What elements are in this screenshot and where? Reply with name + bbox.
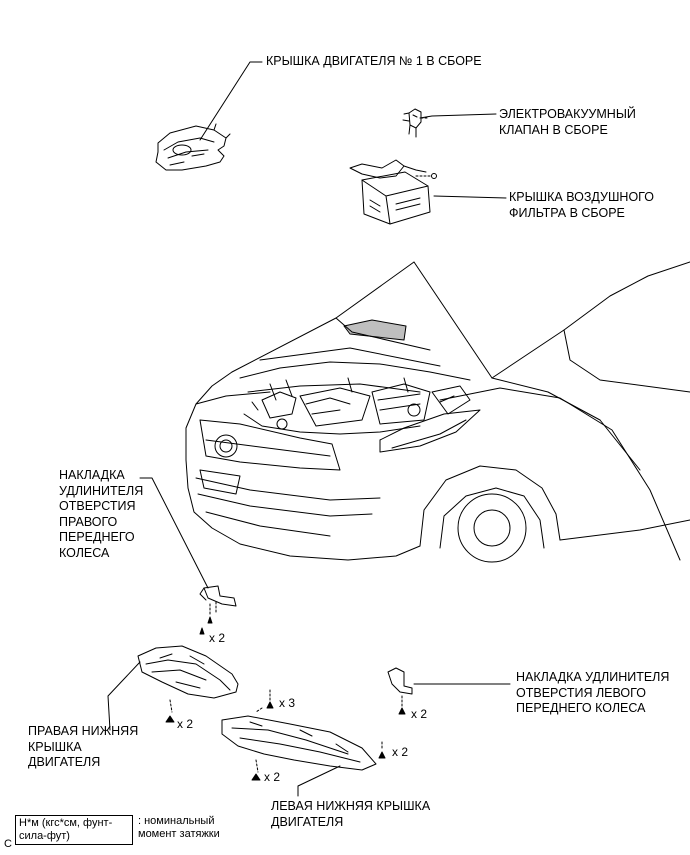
engine-cover-part (155, 123, 231, 171)
leader-lines (107, 61, 511, 797)
left-under-cover-part (221, 715, 386, 781)
vehicle-body (185, 261, 690, 563)
right-under-cover-part (137, 645, 239, 723)
corner-mark: C (4, 838, 12, 850)
left-wheel-pad-part (387, 667, 413, 715)
left-wheel-pad-label: НАКЛАДКА УДЛИНИТЕЛЯ ОТВЕРСТИЯ ЛЕВОГО ПЕР… (516, 670, 670, 715)
quantity-label: x 2 (177, 717, 194, 731)
right-wheel-pad-label: НАКЛАДКА УДЛИНИТЕЛЯ ОТВЕРСТИЯ ПРАВОГО ПЕ… (59, 468, 144, 560)
quantity-label: x 2 (411, 707, 428, 721)
left-under-cover-label: ЛЕВАЯ НИЖНЯЯ КРЫШКА ДВИГАТЕЛЯ (271, 799, 431, 829)
air-filter-cover-label: КРЫШКА ВОЗДУШНОГО ФИЛЬТРА В СБОРЕ (509, 190, 654, 220)
torque-legend-description: : номинальный момент затяжки (138, 815, 220, 840)
center-clips (255, 689, 274, 713)
engine-cover-label: КРЫШКА ДВИГАТЕЛЯ № 1 В СБОРЕ (266, 54, 482, 68)
vacuum-valve-label: ЭЛЕКТРОВАКУУМНЫЙ КЛАПАН В СБОРЕ (499, 107, 636, 137)
right-under-cover-label: ПРАВАЯ НИЖНЯЯ КРЫШКА ДВИГАТЕЛЯ (28, 724, 139, 769)
torque-legend-box: Н*м (кгс*см, фунт- сила-фут) (15, 815, 133, 845)
quantity-label: x 2 (209, 631, 226, 645)
quantity-label: x 2 (392, 745, 409, 759)
quantity-label: x 2 (264, 770, 281, 784)
vacuum-valve-part (402, 108, 430, 138)
right-wheel-pad-part (199, 585, 237, 635)
quantity-label: x 3 (279, 696, 296, 710)
air-filter-cover-part (349, 159, 437, 225)
